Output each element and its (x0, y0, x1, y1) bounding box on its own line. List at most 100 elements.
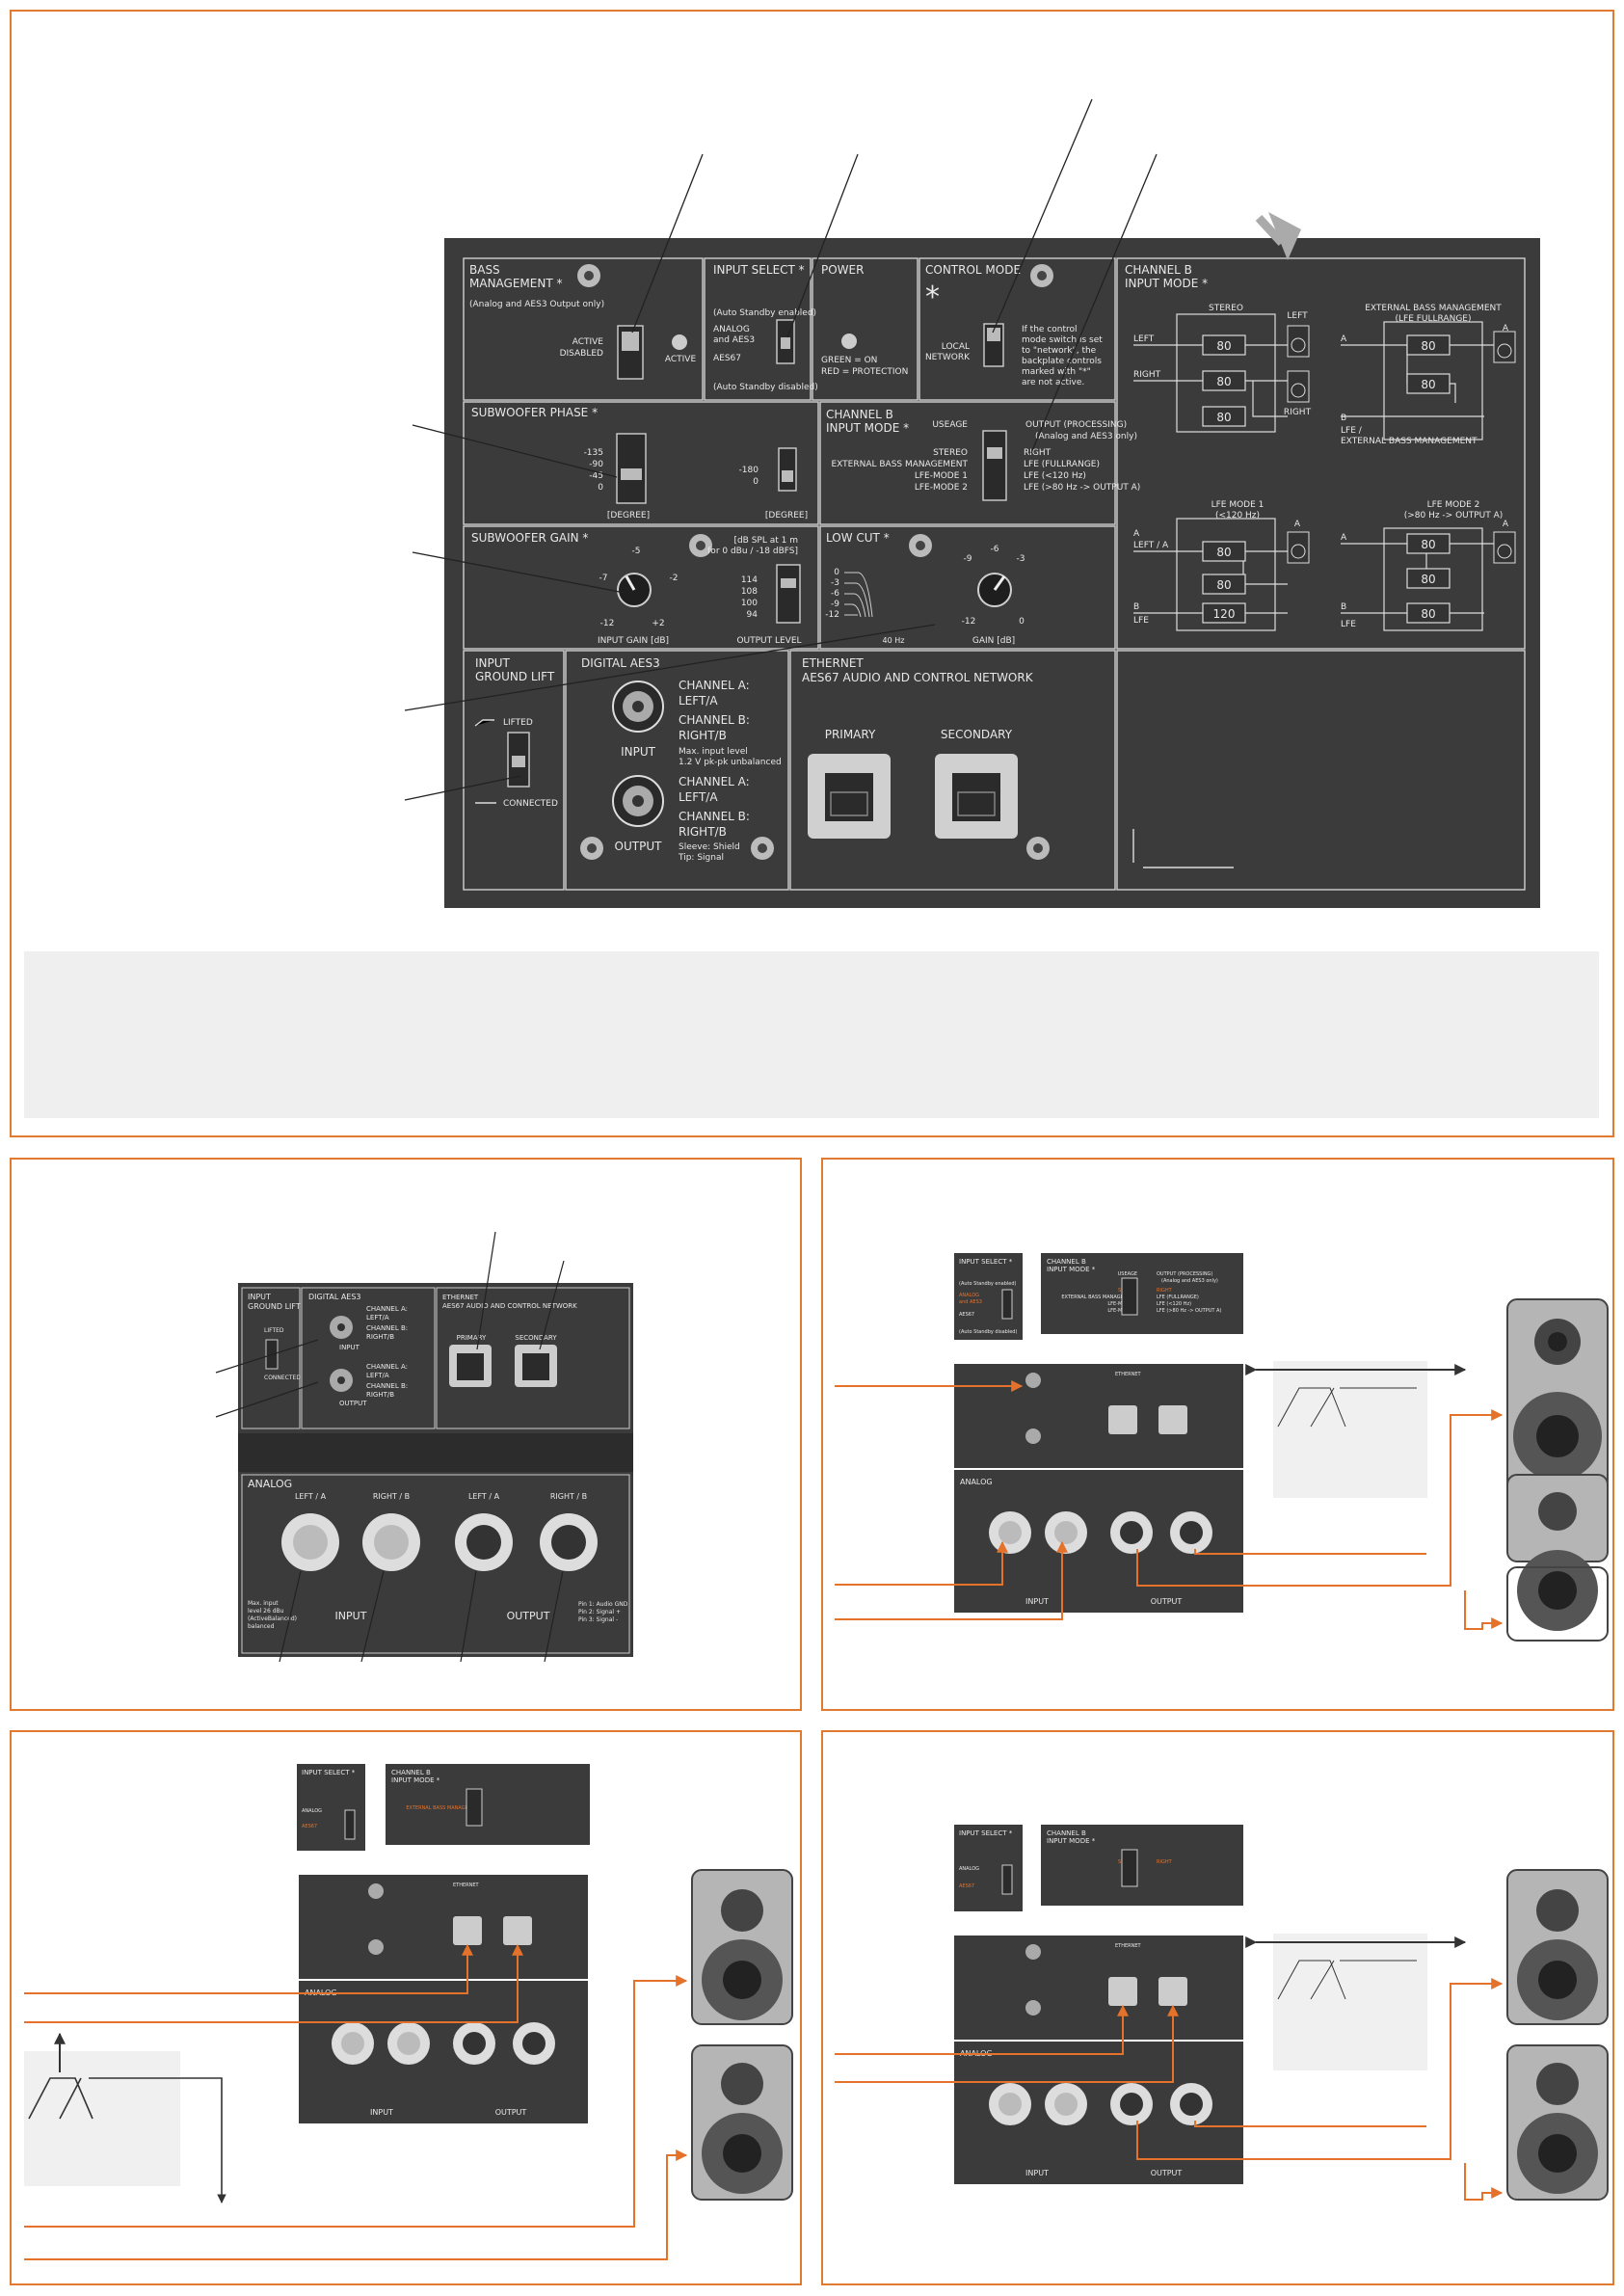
q4-right: RIGHT (1157, 1859, 1173, 1865)
gain-knob-icon[interactable] (617, 573, 652, 607)
diagram-ext-sub: (LFE FULLRANGE) (1396, 314, 1472, 324)
mode-stereo: STEREO (933, 448, 968, 458)
diagram-lfe1-a: A (1133, 529, 1140, 539)
phase-tick: -135 (584, 448, 603, 458)
filter-80: 80 (1216, 411, 1231, 424)
out-lfe120: LFE (<120 Hz) (1024, 471, 1086, 481)
rj45-primary-icon[interactable] (808, 754, 891, 839)
low-cut-title: LOW CUT * (826, 531, 890, 545)
auto-standby-disabled: (Auto Standby disabled) (713, 383, 818, 392)
quad4-diagram: INPUT SELECT * ANALOG AES67 CHANNEL B IN… (835, 1825, 1609, 2201)
lowcut-knob-icon[interactable] (977, 573, 1012, 607)
q1-output: OUTPUT (339, 1400, 367, 1407)
control-note-2: mode switch is set (1022, 335, 1103, 345)
q2-inp: INPUT (1025, 1597, 1049, 1606)
q1-connectors (265, 1316, 598, 1571)
bnc-output-icon[interactable] (612, 775, 664, 827)
slide-switch[interactable] (507, 319, 1007, 788)
phase-tick: 0 (598, 483, 603, 493)
q1-secondary: SECONDARY (515, 1334, 557, 1342)
q4-curve-icon (1277, 1960, 1417, 2000)
q2-analog-title: ANALOG (960, 1478, 993, 1486)
q1-ground-title-1: INPUT (248, 1293, 271, 1301)
lowcut-tick: -12 (825, 610, 839, 620)
q1-max-2: level 26 dBu (248, 1608, 284, 1615)
aes3-output-label: OUTPUT (615, 840, 663, 853)
phase-tick: 0 (753, 477, 759, 487)
aes3-title: DIGITAL AES3 (581, 656, 660, 670)
input-select-title: INPUT SELECT * (713, 263, 805, 277)
q4-out: OUTPUT (1151, 2169, 1183, 2177)
q1-lefta: LEFT/A (366, 1372, 389, 1379)
filter-80: 80 (1216, 339, 1231, 353)
monitor-speaker-icon (1506, 1298, 1609, 1642)
diagram-lfe1-aout: A (1294, 520, 1301, 529)
q4-connectors (989, 1849, 1212, 2125)
q2-auto-en: (Auto Standby enabled) (959, 1281, 1017, 1287)
lowcut-curve-icon (844, 572, 873, 618)
q2-lfe-full: LFE (FULLRANGE) (1157, 1295, 1199, 1300)
spl-note-1: [dB SPL at 1 m (733, 536, 798, 546)
quad-frame-2 (821, 1158, 1614, 1711)
q1-input: INPUT (339, 1344, 360, 1351)
screw-icon (577, 264, 1053, 860)
diagram-a-out: A (1503, 324, 1509, 334)
q2-output2: (Analog and AES3 only) (1161, 1278, 1218, 1284)
spl-note-2: for 0 dBu / -18 dBFS] (707, 547, 798, 556)
max-input-1: Max. input level (679, 747, 748, 757)
power-title: POWER (821, 263, 864, 277)
rj45-secondary-icon[interactable] (935, 754, 1018, 839)
aes3-input-label: INPUT (621, 745, 656, 759)
q3-ext: EXTERNAL BASS MANAGEMENT (406, 1805, 483, 1811)
q1-pin-1: Pin 1: Audio GND (578, 1601, 628, 1608)
q1-max-3: (ActiveBalanced) (248, 1615, 297, 1622)
q2-in-sel: INPUT SELECT * (959, 1258, 1013, 1266)
diagram-lfe2-a: A (1341, 533, 1347, 543)
diagram-lfe1-lfe: LFE (1133, 616, 1149, 626)
chb-diagram-title-1: CHANNEL B (1125, 263, 1192, 277)
quad2-diagram: INPUT SELECT * (Auto Standby enabled) AN… (835, 1253, 1504, 1630)
q1-cha: CHANNEL A: (366, 1305, 408, 1313)
q1-chb: CHANNEL B: (366, 1324, 408, 1332)
filter-80: 80 (1421, 339, 1435, 353)
q4-in-sel: INPUT SELECT * (959, 1829, 1013, 1837)
q4-speaker-icon (1506, 1869, 1609, 2201)
led-icon (841, 334, 857, 349)
ch-b-label: CHANNEL B: (679, 810, 750, 823)
control-note-3: to "network", the (1022, 346, 1097, 356)
max-input-2: 1.2 V pk-pk unbalanced (679, 758, 782, 767)
q2-chb-2: INPUT MODE * (1047, 1266, 1096, 1273)
q2-chb-1: CHANNEL B (1047, 1258, 1086, 1266)
auto-standby-enabled: (Auto Standby enabled) (713, 308, 816, 318)
ground-title-2: GROUND LIFT (475, 670, 555, 683)
filter-80: 80 (1421, 607, 1435, 621)
bnc-input-icon[interactable] (612, 681, 664, 733)
q1-left-a: LEFT / A (295, 1492, 327, 1501)
phase-tick: -45 (589, 471, 603, 481)
control-note-4: backplate controls (1022, 357, 1102, 366)
q3-chb-2: INPUT MODE * (391, 1776, 440, 1784)
chb-mode-title-2: INPUT MODE * (826, 421, 909, 435)
out-right: RIGHT (1024, 448, 1052, 458)
asterisk-icon: * (925, 280, 940, 314)
q4-aes67: AES67 (959, 1883, 974, 1889)
ground-title-1: INPUT (475, 656, 511, 670)
diagram-lfe2-lfe: LFE (1341, 620, 1356, 629)
backplate-panel: BASS MANAGEMENT * (Analog and AES3 Outpu… (444, 238, 1540, 908)
ch-b-value: RIGHT/B (679, 825, 727, 839)
q1-pin-3: Pin 3: Signal - (578, 1616, 618, 1623)
ethernet-title-1: ETHERNET (802, 656, 864, 670)
ch-a-label: CHANNEL A: (679, 775, 750, 788)
quad1-diagram: INPUT GROUND LIFT LIFTED CONNECTED DIGIT… (215, 1231, 633, 1663)
ch-a-label: CHANNEL A: (679, 679, 750, 692)
output-processing: OUTPUT (PROCESSING) (1025, 420, 1127, 430)
lowcut-tick: -3 (831, 578, 839, 588)
q3-chb-1: CHANNEL B (391, 1769, 431, 1776)
mode-lfe2: LFE-MODE 2 (915, 483, 968, 493)
q1-analog-input: INPUT (335, 1610, 367, 1622)
bass-disabled-label: DISABLED (560, 349, 603, 359)
q1-right-b: RIGHT / B (373, 1492, 410, 1501)
network-label: NETWORK (925, 353, 971, 362)
quad3-diagram: INPUT SELECT * ANALOG AES67 CHANNEL B IN… (24, 1764, 793, 2260)
lowcut-tick: 0 (834, 568, 839, 577)
